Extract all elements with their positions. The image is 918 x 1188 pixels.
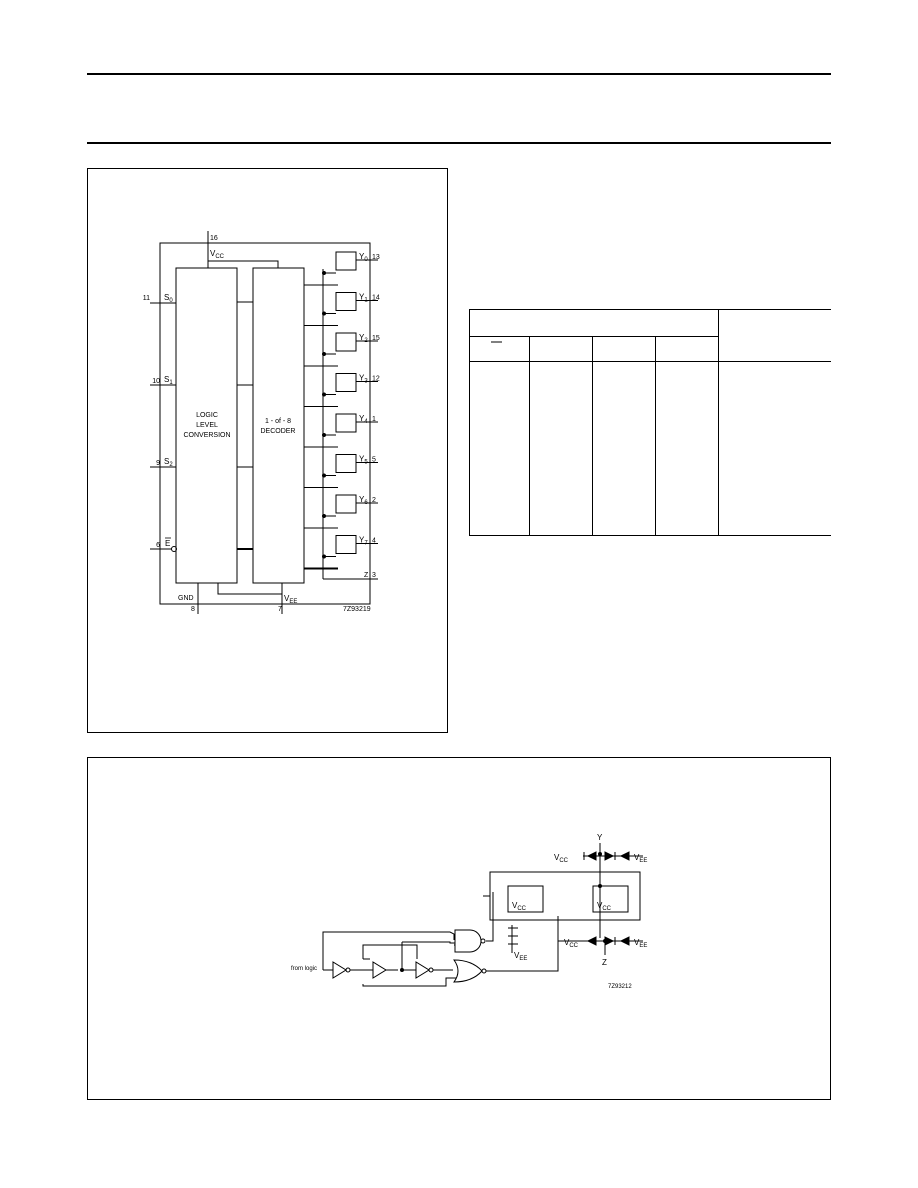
decoder-block-rect — [252, 267, 305, 584]
input-s2-label: S2 — [164, 457, 173, 468]
output-pin-number-2: 15 — [372, 335, 380, 342]
switch-schematic: Y VCC VEE VCC VCC VEE VCC VEE Z from log… — [291, 833, 647, 990]
function-table-grid — [469, 309, 831, 536]
input-s2-number: 9 — [156, 460, 160, 467]
input-s0-label: S0 — [164, 293, 173, 304]
output-pin-number-0: 13 — [372, 254, 380, 261]
output-label-1: Y1 — [359, 293, 368, 304]
header-rule-bottom — [87, 142, 831, 144]
conversion-line-2: LEVEL — [196, 422, 218, 429]
output-z-number: 3 — [372, 572, 376, 579]
output-switch-1 — [335, 292, 357, 311]
vee-label: VEE — [284, 594, 297, 605]
switch-vee-label: VEE — [514, 951, 527, 962]
input-s1-number: 10 — [152, 378, 160, 385]
input-s1-label: S1 — [164, 375, 173, 386]
top-vee-label: VEE — [634, 853, 647, 864]
output-switch-2 — [335, 332, 357, 352]
output-label-7: Y7 — [359, 536, 368, 547]
output-label-3: Y3 — [359, 374, 368, 385]
output-switch-6 — [335, 494, 357, 514]
input-e-number: 6 — [156, 542, 160, 549]
vcc-label: VCC — [210, 249, 225, 260]
output-pin-number-6: 2 — [372, 497, 376, 504]
output-label-5: Y5 — [359, 455, 368, 466]
output-pin-number-4: 1 — [372, 416, 376, 423]
top-vcc-label: VCC — [554, 853, 569, 864]
output-switch-7 — [335, 535, 357, 554]
output-pin-number-7: 4 — [372, 538, 376, 545]
conversion-block-rect — [175, 267, 238, 584]
decoder-line-1: 1 - of - 8 — [265, 418, 291, 425]
output-switch-5 — [335, 454, 357, 473]
switch-vcc-left-label: VCC — [512, 901, 527, 912]
conversion-line-1: LOGIC — [196, 412, 218, 419]
from-logic-label: from logic — [291, 966, 317, 972]
vee-pin-number: 7 — [278, 606, 282, 613]
output-switch-0 — [335, 251, 357, 271]
switch-vcc-right-label: VCC — [597, 901, 612, 912]
figure-code: 7Z93219 — [343, 606, 371, 613]
switch-schematic-frame: Y VCC VEE VCC VCC VEE VCC VEE Z from log… — [87, 757, 831, 1100]
switch-figure-code: 7Z93212 — [608, 984, 632, 990]
pin-z-label: Z — [602, 958, 607, 967]
gnd-pin-number: 8 — [191, 606, 195, 613]
output-pin-number-3: 12 — [372, 376, 380, 383]
pin-y-label: Y — [597, 833, 603, 842]
bottom-vcc-label: VCC — [564, 938, 579, 949]
input-s0-number: 11 — [143, 295, 150, 302]
output-switch-3 — [335, 373, 357, 392]
output-pin-number-1: 14 — [372, 295, 380, 302]
output-label-2: Y2 — [359, 333, 368, 344]
output-label-6: Y6 — [359, 495, 368, 506]
conversion-line-3: CONVERSION — [183, 432, 230, 439]
vcc-pin-number: 16 — [210, 235, 218, 242]
output-label-0: Y0 — [359, 252, 368, 263]
bottom-vee-label: VEE — [634, 938, 647, 949]
output-switch-4 — [335, 413, 357, 433]
input-e-label: E — [165, 539, 170, 548]
output-label-4: Y4 — [359, 414, 368, 425]
ic-outline — [159, 242, 371, 605]
decoder-line-2: DECODER — [260, 428, 295, 435]
header-rule-top — [87, 73, 831, 75]
block-diagram-frame: 16 VCC 11 S0 10 S1 9 S2 6 E LOGIC LEVEL … — [87, 168, 448, 733]
gnd-label: GND — [178, 595, 194, 602]
output-z-label: Z — [364, 572, 369, 579]
block-diagram: 16 VCC 11 S0 10 S1 9 S2 6 E LOGIC LEVEL … — [143, 231, 380, 614]
output-pin-number-5: 5 — [372, 457, 376, 464]
